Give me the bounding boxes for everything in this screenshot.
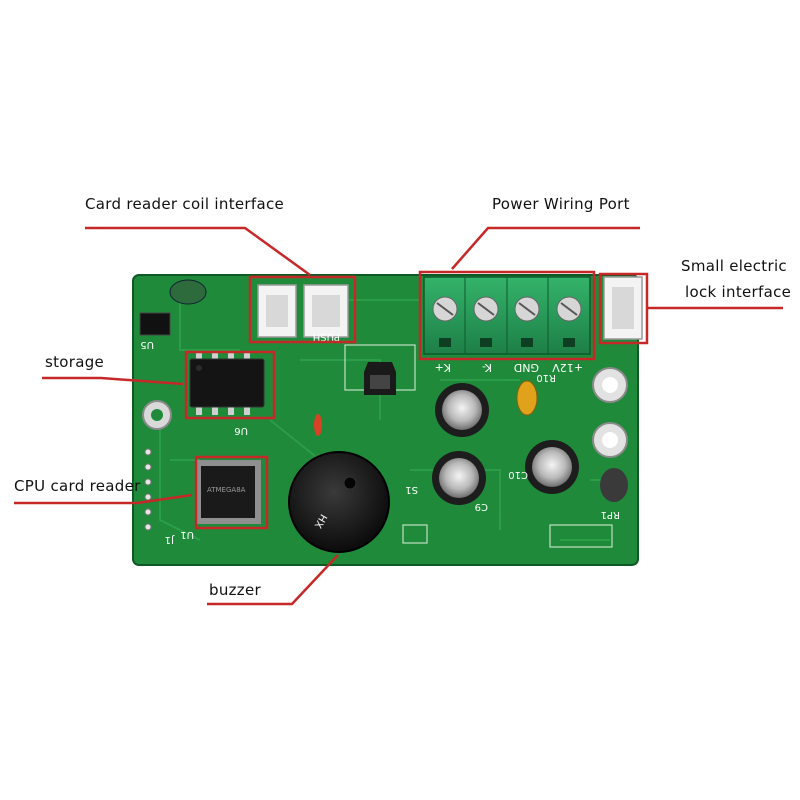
silk-c10: C10 <box>508 469 528 480</box>
storage-leader <box>42 376 184 386</box>
lock-callout-label-line1: Small electric <box>681 257 787 275</box>
storage-chip <box>189 351 265 415</box>
coil-callout-label: Card reader coil interface <box>85 195 285 213</box>
power-callout-label: Power Wiring Port <box>492 195 630 213</box>
silk-s1: S1 <box>405 484 418 495</box>
callout-lines <box>14 226 783 606</box>
silk-j1: J1 <box>165 534 175 545</box>
cpu-leader <box>14 493 193 505</box>
buzzer-leader <box>207 554 339 606</box>
terminal-labels: K+ K- GND +12V <box>435 361 583 374</box>
left-pin-header <box>144 448 152 531</box>
terminal-label-gnd: GND <box>514 361 539 374</box>
storage-highlight <box>184 350 276 420</box>
silk-u1: U1 <box>180 529 194 540</box>
storage-callout-label: storage <box>45 353 105 371</box>
cpu-callout-label: CPU card reader <box>14 477 141 495</box>
silk-r10: R10 <box>536 372 556 383</box>
power-highlight <box>418 270 596 361</box>
smd-chip-small <box>139 312 171 336</box>
cpu-highlight <box>194 455 269 530</box>
silk-push: PUSH <box>313 331 340 342</box>
buzzer-callout-label: buzzer <box>209 581 261 599</box>
coil-leader <box>85 226 311 277</box>
blue-resistor <box>314 414 322 436</box>
power-terminal-block <box>423 276 591 355</box>
silk-chip: ATMEGA8A <box>207 486 246 494</box>
terminal-label-k-minus: K- <box>482 361 492 374</box>
terminal-label-k-plus: K+ <box>435 361 451 374</box>
electrolytic-capacitors <box>432 383 579 505</box>
silk-u6: U6 <box>234 425 248 436</box>
silk-u5: U5 <box>140 339 154 350</box>
transistor <box>364 362 396 395</box>
cpu-chip <box>195 460 261 524</box>
silk-rp1: RP1 <box>601 509 620 520</box>
inductor-small <box>169 279 207 305</box>
coil-highlight <box>248 275 357 344</box>
voltage-regulator <box>600 468 628 502</box>
silk-c9: C9 <box>475 501 488 512</box>
lock-highlight <box>598 272 649 345</box>
mounting-holes <box>142 367 628 458</box>
buzzer-component <box>288 451 390 553</box>
highlight-boxes <box>184 270 649 530</box>
coil-connectors <box>257 284 349 338</box>
lock-connector <box>603 276 643 340</box>
tantalum-capacitor <box>516 380 538 416</box>
lock-callout-label-line2: lock interface <box>685 283 792 301</box>
power-leader <box>451 226 640 270</box>
silkscreen-texts: U5 U6 U1 J1 C10 C9 R10 S1 RP1 PUSH HX AT… <box>140 331 620 545</box>
terminal-label-12v: +12V <box>552 361 583 374</box>
